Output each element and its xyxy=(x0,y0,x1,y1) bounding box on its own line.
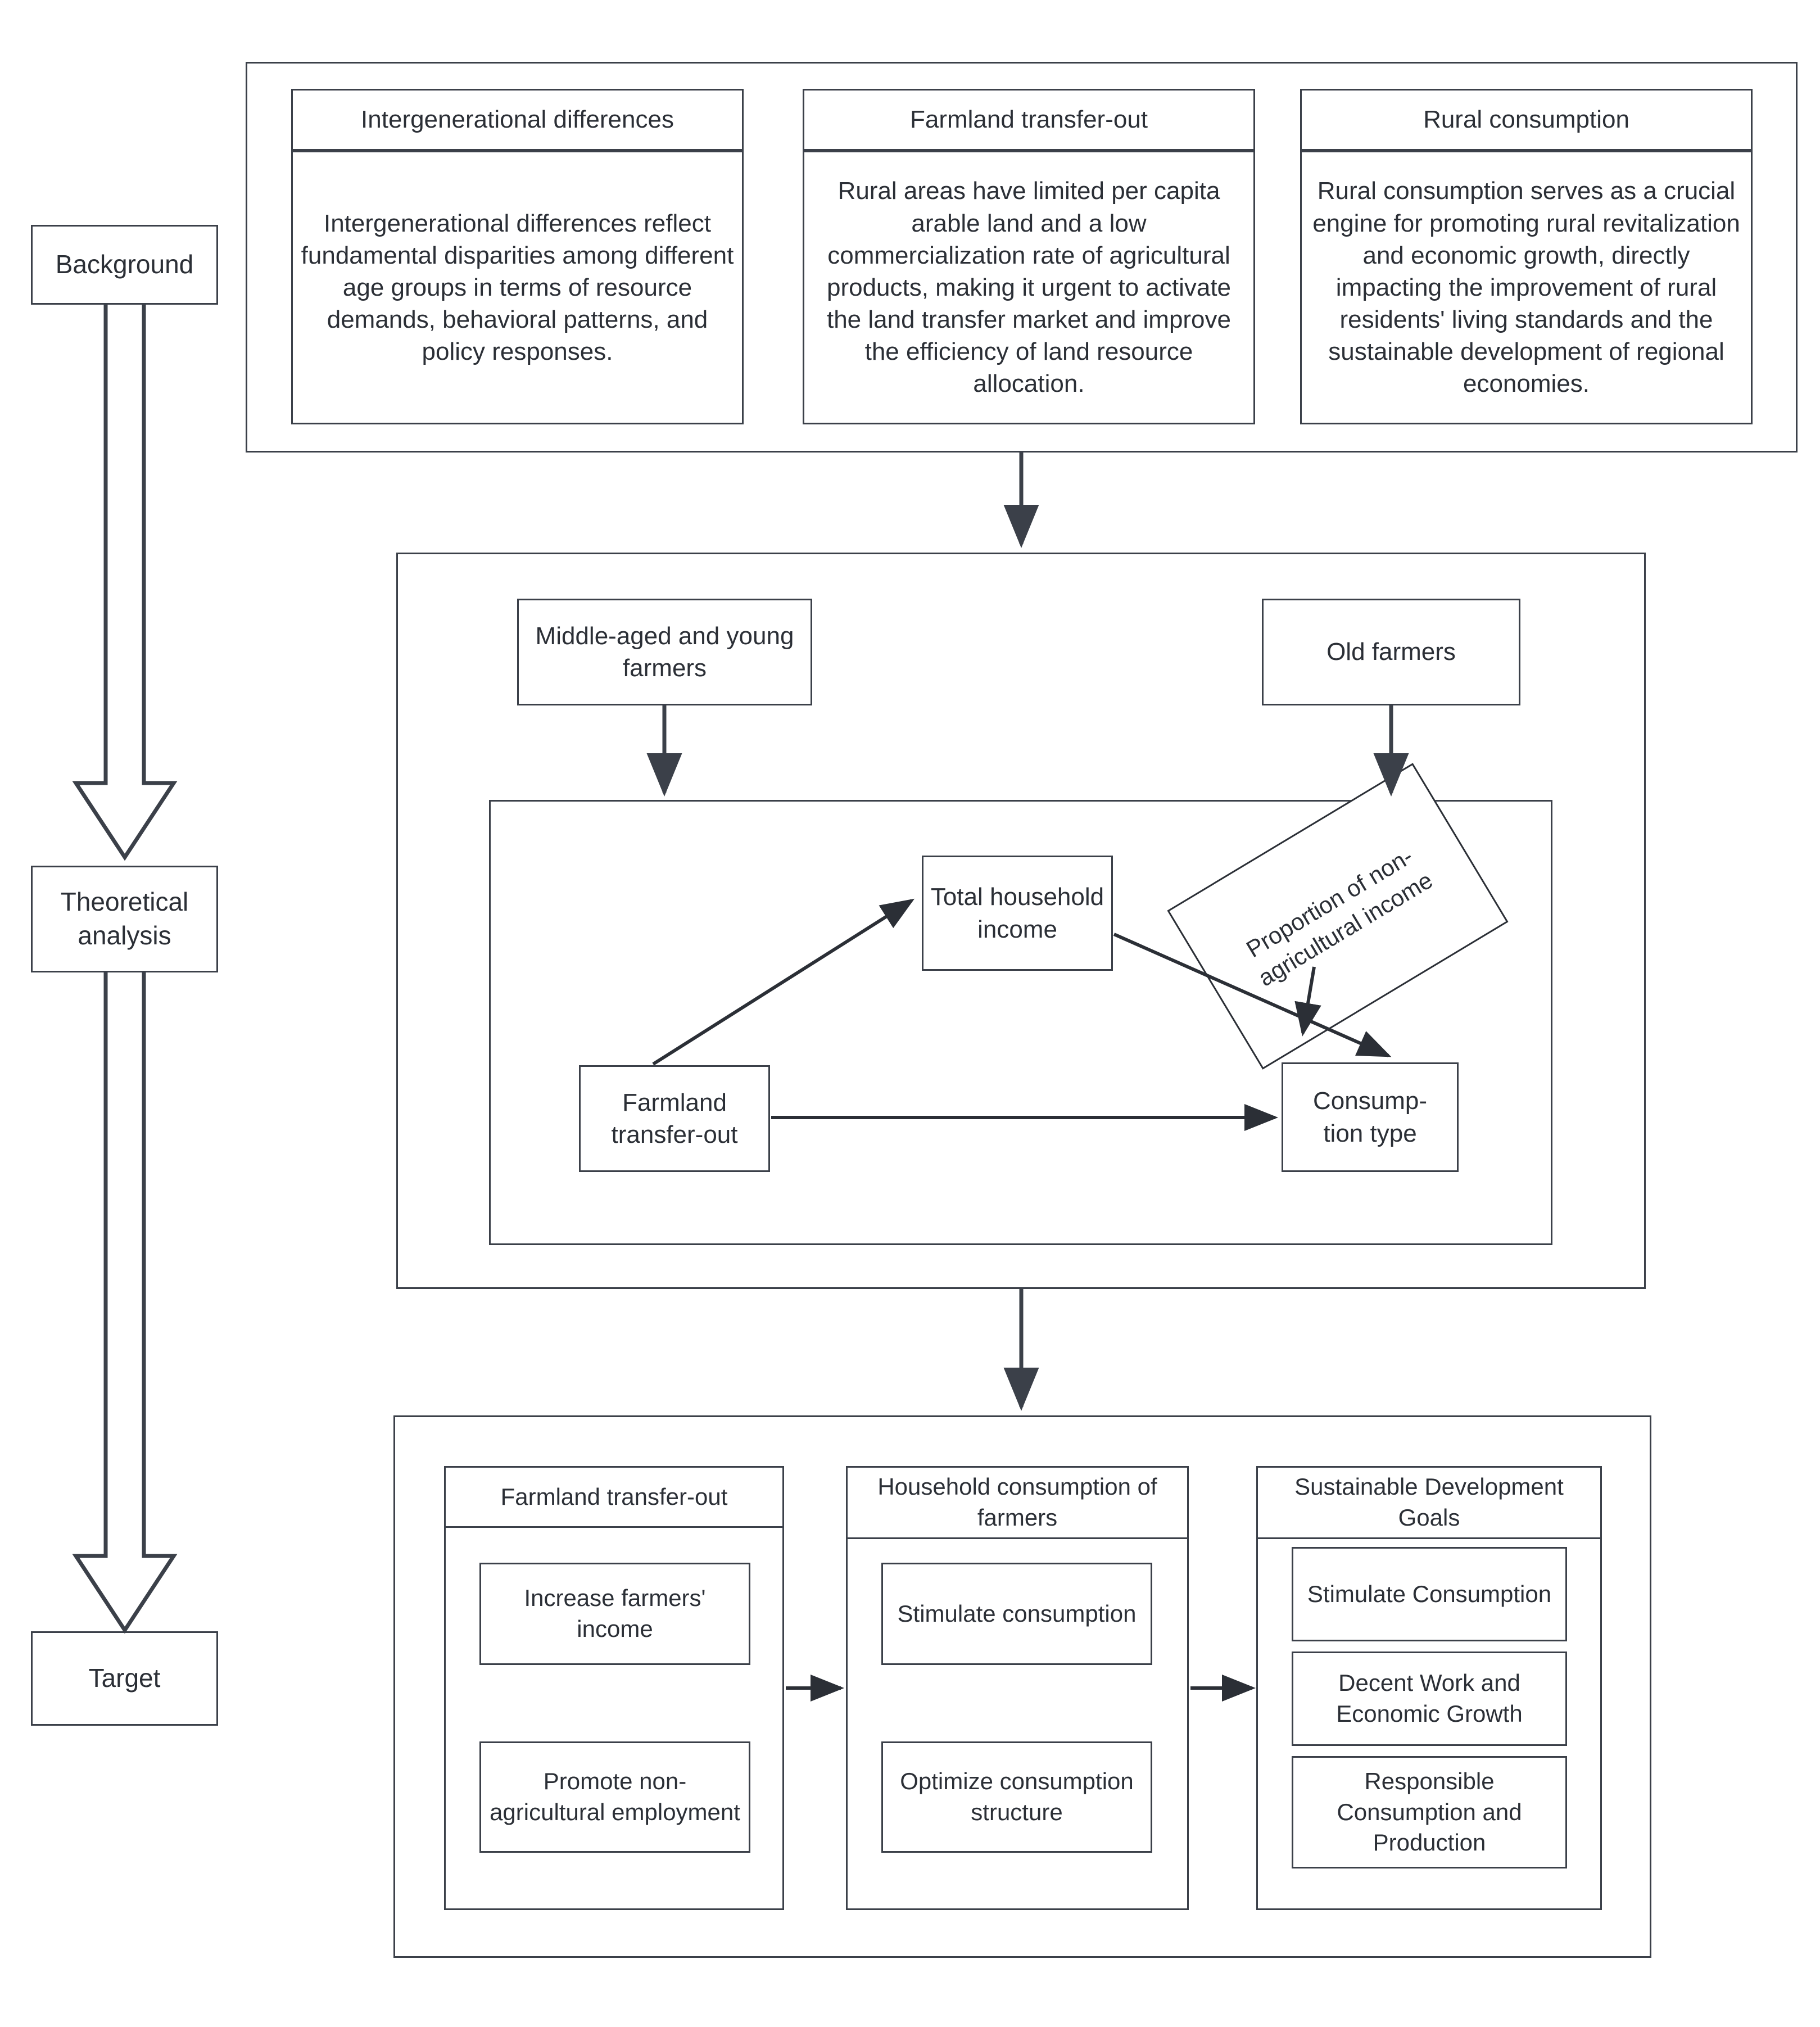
background-card-2-title: Farmland transfer-out xyxy=(909,106,1148,134)
target-column-3-item-1: Stimulate Consumption xyxy=(1292,1547,1567,1641)
target-column-2-item-2-label: Optimize consumption structure xyxy=(900,1768,1134,1825)
block-arrow-background-to-theoretical xyxy=(72,305,178,861)
target-column-2-item-2: Optimize consumption structure xyxy=(881,1741,1152,1853)
target-column-1-item-2: Promote non-agricultural employment xyxy=(479,1741,750,1853)
target-column-2-title: Household consumption of farmers xyxy=(877,1473,1157,1531)
stage-background-box: Background xyxy=(31,225,218,305)
stage-theoretical-label-line2: analysis xyxy=(78,921,171,950)
background-card-2-header: Farmland transfer-out xyxy=(803,89,1255,151)
actor-middle-aged-young-farmers: Middle-aged and young farmers xyxy=(517,599,812,705)
background-card-1-body: Intergenerational differences reflect fu… xyxy=(301,209,734,366)
node-total-household-income-label: Total household income xyxy=(930,883,1104,943)
background-card-1-title: Intergenerational differences xyxy=(361,106,674,134)
target-column-3-item-3-label: Responsible Consumption and Production xyxy=(1337,1768,1522,1856)
background-card-3-title: Rural consumption xyxy=(1423,106,1629,134)
background-card-3-header: Rural consumption xyxy=(1300,89,1753,151)
stage-target-box: Target xyxy=(31,1631,218,1726)
target-column-2-item-1-label: Stimulate consumption xyxy=(897,1600,1137,1627)
background-card-1-header: Intergenerational differences xyxy=(291,89,744,151)
background-card-3-body-box: Rural consumption serves as a crucial en… xyxy=(1300,151,1753,424)
target-column-3-title: Sustainable Development Goals xyxy=(1294,1473,1564,1531)
target-column-3-item-2: Decent Work and Economic Growth xyxy=(1292,1652,1567,1746)
stage-background-label: Background xyxy=(55,250,194,279)
target-column-1-item-1: Increase farmers' income xyxy=(479,1563,750,1665)
target-column-3-item-3: Responsible Consumption and Production xyxy=(1292,1756,1567,1868)
background-card-3-body: Rural consumption serves as a crucial en… xyxy=(1312,177,1740,398)
actor-old-farmers-label: Old farmers xyxy=(1326,638,1456,666)
target-column-1-title: Farmland transfer-out xyxy=(500,1483,728,1510)
stage-theoretical-label-line1: Theoretical xyxy=(60,887,189,917)
target-column-1-header: Farmland transfer-out xyxy=(444,1466,784,1528)
target-column-3-item-2-label: Decent Work and Economic Growth xyxy=(1336,1669,1523,1727)
actor-middle-aged-young-farmers-label: Middle-aged and young farmers xyxy=(535,622,794,682)
actor-old-farmers: Old farmers xyxy=(1262,599,1520,705)
target-column-1-item-2-label: Promote non-agricultural employment xyxy=(490,1768,740,1825)
node-total-household-income: Total household income xyxy=(922,856,1113,971)
node-consumption-type-label-line2: tion type xyxy=(1323,1119,1417,1147)
stage-target-label: Target xyxy=(88,1663,161,1693)
target-column-2-header: Household consumption of farmers xyxy=(846,1466,1189,1539)
node-farmland-transfer-out: Farmland transfer-out xyxy=(579,1065,770,1172)
background-card-1-body-box: Intergenerational differences reflect fu… xyxy=(291,151,744,424)
stage-theoretical-box: Theoretical analysis xyxy=(31,866,218,972)
target-column-1-item-1-label: Increase farmers' income xyxy=(524,1585,706,1642)
background-card-2-body-box: Rural areas have limited per capita arab… xyxy=(803,151,1255,424)
node-consumption-type-label-line1: Consump- xyxy=(1313,1087,1427,1115)
node-farmland-transfer-out-label: Farmland transfer-out xyxy=(611,1088,738,1148)
block-arrow-theoretical-to-target xyxy=(72,972,178,1634)
background-card-2-body: Rural areas have limited per capita arab… xyxy=(826,177,1232,398)
target-column-2-item-1: Stimulate consumption xyxy=(881,1563,1152,1665)
target-column-3-item-1-label: Stimulate Consumption xyxy=(1307,1580,1552,1607)
target-column-3-header: Sustainable Development Goals xyxy=(1256,1466,1602,1539)
node-consumption-type: Consump- tion type xyxy=(1282,1062,1459,1172)
